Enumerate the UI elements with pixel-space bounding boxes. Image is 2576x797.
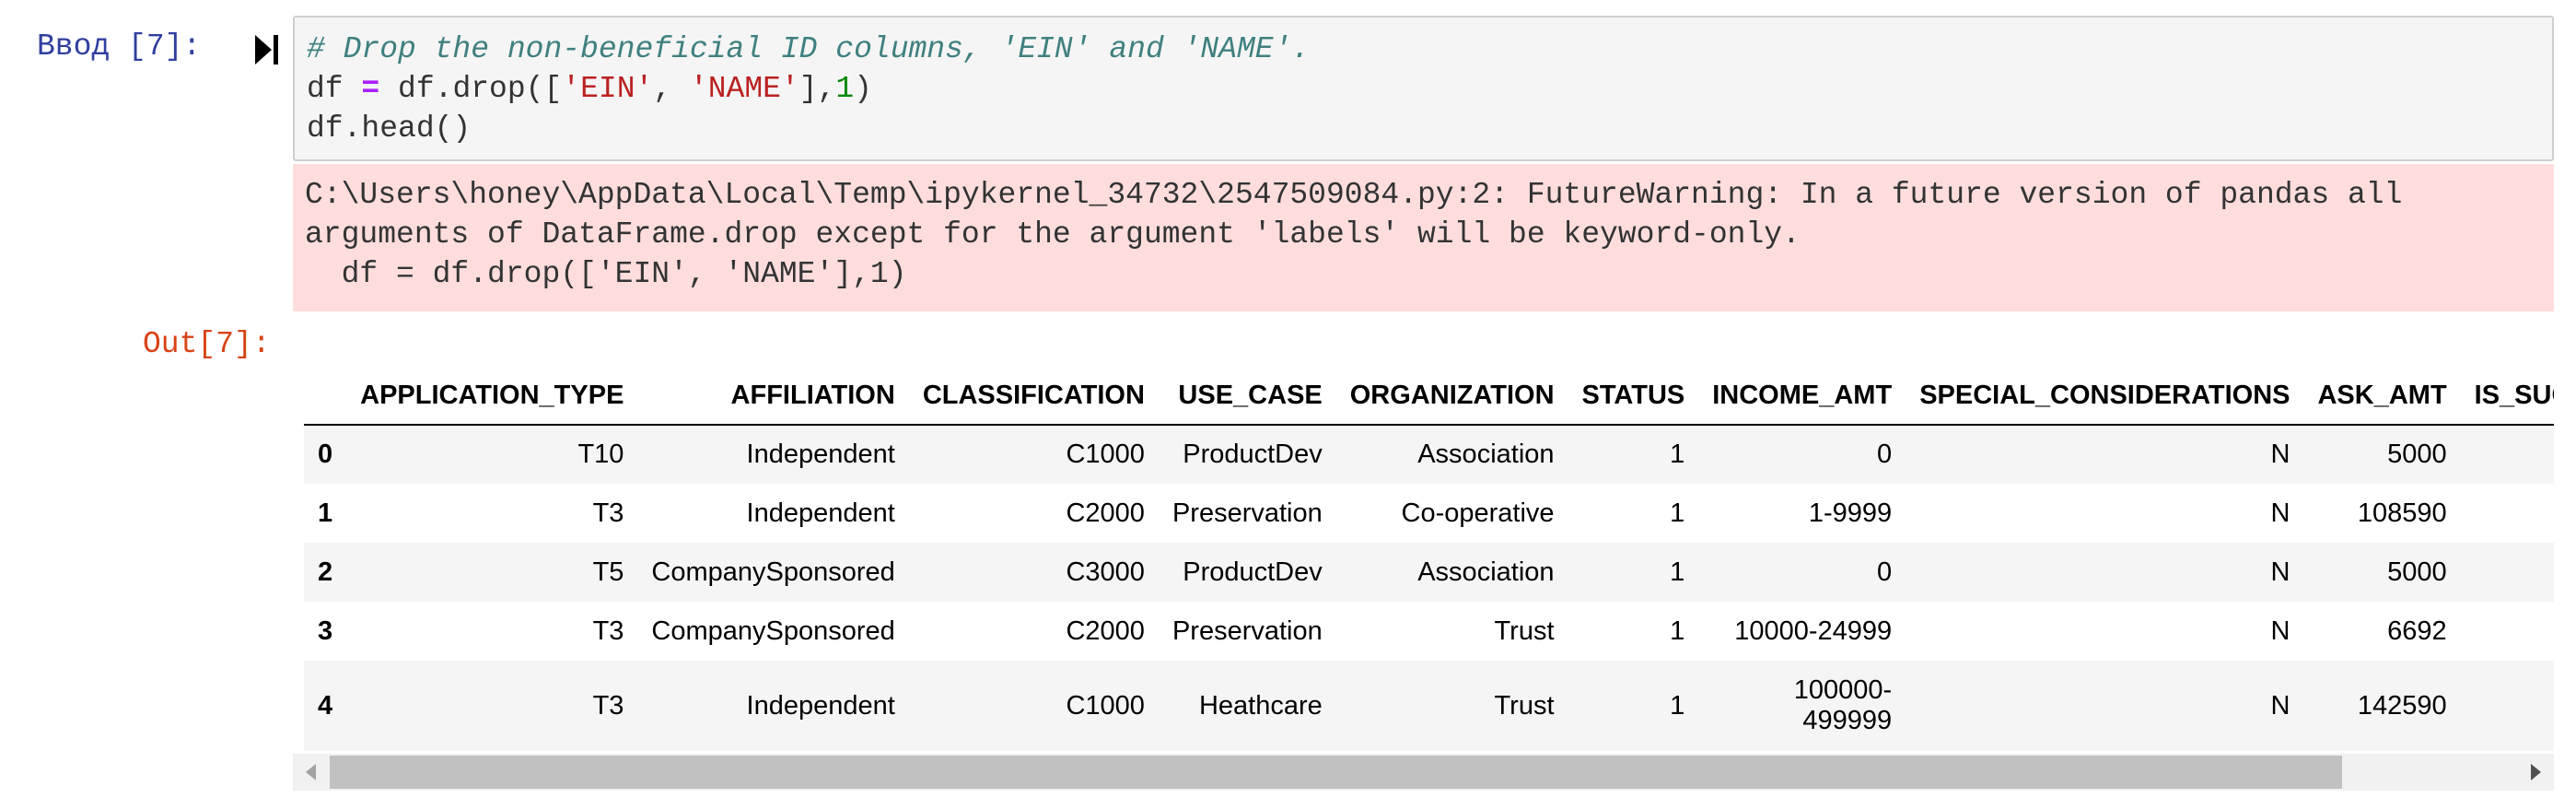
column-header: ORGANIZATION xyxy=(1335,348,1568,426)
table-cell: Association xyxy=(1417,440,1555,469)
table-cell: 1 xyxy=(2461,484,2554,543)
table-cell: N xyxy=(2270,557,2290,587)
table-cell: Trust xyxy=(1494,690,1555,721)
table-cell: 1-9999 xyxy=(1808,498,1893,528)
table-cell: C2000 xyxy=(1066,615,1145,646)
table-cell: ProductDev xyxy=(1183,557,1323,587)
table-cell: CompanySponsored xyxy=(651,557,895,587)
scrollbar-thumb[interactable] xyxy=(330,756,2342,789)
table-cell: Heathcare xyxy=(1198,690,1323,721)
table-cell: T3 xyxy=(592,615,624,646)
table-row: 4 T3 Independent C1000 Heathcare Trust 1 100000… xyxy=(304,661,2554,751)
table-cell: 10000-24999 xyxy=(1734,615,1893,646)
table-cell: Preservation xyxy=(1171,615,1323,646)
scroll-left-arrow-icon[interactable] xyxy=(306,764,316,780)
table-cell: 1 xyxy=(1670,690,1685,721)
table-row: 1 T3 Independent C2000 Preservation Co-operat… xyxy=(304,484,2554,543)
table-cell: 5000 xyxy=(2387,557,2447,587)
column-header: INCOME_AMT xyxy=(1698,348,1906,426)
table-cell: Preservation xyxy=(1171,498,1323,528)
table-cell: 1 xyxy=(1670,557,1685,587)
table-cell: 108590 xyxy=(2357,498,2447,528)
table-cell: N xyxy=(2270,440,2290,469)
column-header: STATUS xyxy=(1568,348,1699,426)
table-cell: N xyxy=(2270,690,2290,721)
table-cell: C3000 xyxy=(1066,557,1145,587)
row-index: 2 xyxy=(318,557,333,587)
table-cell: Independent xyxy=(746,440,895,469)
table-cell: 1 xyxy=(1670,498,1685,528)
table-cell: C1000 xyxy=(1066,690,1145,721)
code-input-area[interactable]: # Drop the non-beneficial ID columns, 'E… xyxy=(293,16,2554,161)
table-cell: Independent xyxy=(746,498,895,528)
column-header: SPECIAL_CONSIDERATIONS xyxy=(1906,348,2304,426)
column-header: APPLICATION_TYPE xyxy=(346,348,638,426)
stderr-output: C:\Users\honey\AppData\Local\Temp\ipyker… xyxy=(293,164,2554,311)
table-cell: 1 xyxy=(1670,615,1685,646)
table-cell: 1 xyxy=(1670,440,1685,469)
table-cell: N xyxy=(2270,615,2290,646)
table-cell: 0 xyxy=(2461,543,2554,602)
table-row: 0 T10 Independent C1000 ProductDev Associatio… xyxy=(304,425,2554,484)
horizontal-scrollbar[interactable] xyxy=(293,754,2554,791)
scroll-right-arrow-icon[interactable] xyxy=(2531,764,2541,780)
table-cell: T5 xyxy=(592,557,624,587)
table-cell: T3 xyxy=(592,690,624,721)
table-cell: 6692 xyxy=(2387,615,2447,646)
run-cell-icon[interactable] xyxy=(255,35,279,64)
table-cell: C2000 xyxy=(1066,498,1145,528)
table-cell: 1 xyxy=(2461,425,2554,484)
table-cell: 100000-499999 xyxy=(1793,675,1893,735)
row-index: 1 xyxy=(318,498,333,528)
column-header: CLASSIFICATION xyxy=(908,348,1159,426)
table-cell: Independent xyxy=(746,690,895,721)
table-cell: 1 xyxy=(2461,661,2554,751)
table-cell: 1 xyxy=(2461,602,2554,661)
row-index: 4 xyxy=(318,690,333,721)
table-cell: 5000 xyxy=(2387,440,2447,469)
table-cell: 0 xyxy=(1877,440,1893,469)
column-header: ASK_AMT xyxy=(2303,348,2461,426)
table-cell: 142590 xyxy=(2357,690,2447,721)
row-index: 3 xyxy=(318,615,333,646)
table-cell: T3 xyxy=(592,498,624,528)
table-cell: CompanySponsored xyxy=(651,615,895,646)
row-index: 0 xyxy=(318,440,333,469)
table-cell: T10 xyxy=(577,440,624,469)
table-cell: Association xyxy=(1417,557,1555,587)
table-cell: C1000 xyxy=(1066,440,1145,469)
column-header xyxy=(304,348,347,426)
column-header: USE_CASE xyxy=(1158,348,1336,426)
input-prompt: Ввод [7]: xyxy=(37,29,202,64)
code-comment: # Drop the non-beneficial ID columns, 'E… xyxy=(307,32,1311,66)
table-cell: 0 xyxy=(1877,557,1893,587)
table-cell: N xyxy=(2270,498,2290,528)
column-header: IS_SUCCESSFUL xyxy=(2460,348,2554,426)
table-row: 3 T3 CompanySponsored C2000 Preservation Trus… xyxy=(304,602,2554,661)
table-cell: ProductDev xyxy=(1183,440,1323,469)
table-cell: Co-operative xyxy=(1401,498,1555,528)
table-cell: Trust xyxy=(1494,615,1555,646)
column-header: AFFILIATION xyxy=(637,348,909,426)
output-prompt: Out[7]: xyxy=(143,327,271,361)
table-row: 2 T5 CompanySponsored C3000 ProductDev Associ… xyxy=(304,543,2554,602)
